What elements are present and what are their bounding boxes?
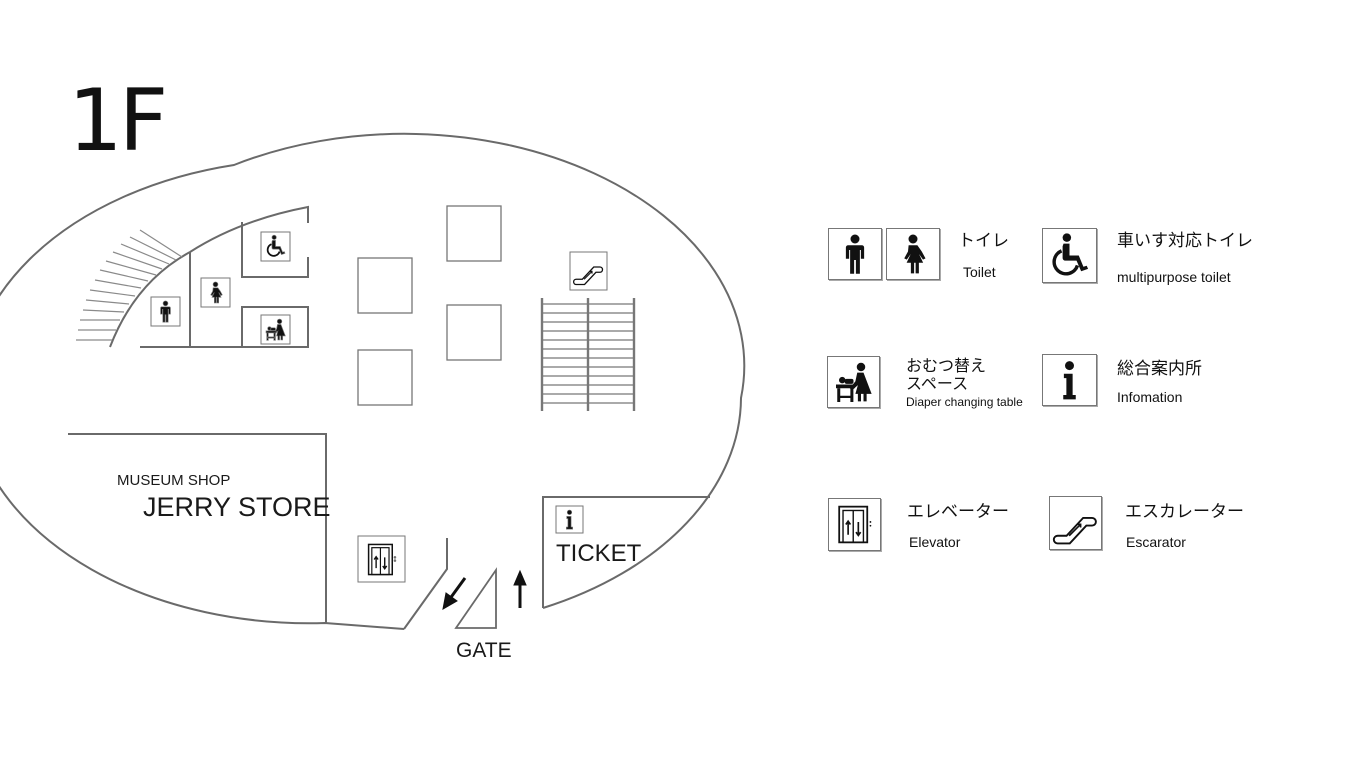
ticket-label: TICKET bbox=[556, 540, 642, 567]
legend-multipurpose-en: multipurpose toilet bbox=[1117, 269, 1231, 285]
shop-name: JERRY STORE bbox=[143, 492, 331, 522]
legend-escalator-jp: エスカレーター bbox=[1125, 502, 1244, 522]
legend-diaper-jp-line2: スペース bbox=[906, 374, 969, 393]
diaper-changing-icon bbox=[827, 356, 880, 408]
legend-multipurpose-jp: 車いす対応トイレ bbox=[1117, 231, 1253, 251]
entrance-arrow bbox=[513, 569, 527, 608]
legend-elevator-jp: エレベーター bbox=[907, 502, 1009, 522]
legend-elevator-en: Elevator bbox=[909, 534, 961, 550]
escalator-stairs bbox=[540, 298, 636, 411]
gate-door bbox=[454, 567, 497, 629]
ticket-booth bbox=[542, 496, 710, 608]
female-toilet-icon bbox=[886, 228, 940, 280]
museum-shop-room bbox=[68, 433, 327, 623]
legend-toilet-en: Toilet bbox=[963, 264, 996, 280]
information-icon bbox=[1042, 354, 1097, 406]
wheelchair-icon bbox=[1042, 228, 1097, 283]
elevator-icon bbox=[828, 498, 881, 551]
pillar bbox=[357, 349, 413, 406]
exit-arrow bbox=[442, 577, 467, 610]
floor-label: 1F bbox=[68, 71, 168, 171]
legend-diaper-en: Diaper changing table bbox=[906, 395, 1023, 409]
escalator-icon bbox=[1049, 496, 1102, 550]
restroom-block bbox=[140, 205, 309, 348]
legend-info-en: Infomation bbox=[1117, 389, 1183, 405]
legend-escalator-en: Escarator bbox=[1126, 534, 1186, 550]
pillar bbox=[357, 257, 413, 314]
shop-subtitle: MUSEUM SHOP bbox=[117, 472, 231, 489]
staircase bbox=[76, 229, 183, 341]
gate-label: GATE bbox=[456, 639, 512, 662]
legend-info-jp: 総合案内所 bbox=[1117, 359, 1202, 379]
gate-left-wall bbox=[403, 538, 448, 630]
male-toilet-icon bbox=[828, 228, 882, 280]
map-escalator-icon bbox=[569, 251, 608, 291]
staircase-inner-curve bbox=[109, 251, 191, 348]
legend-diaper-jp-line1: おむつ替え bbox=[906, 356, 987, 375]
legend-toilet-jp: トイレ bbox=[958, 231, 1009, 251]
pillar bbox=[446, 205, 502, 262]
pillar bbox=[446, 304, 502, 361]
building-outline bbox=[0, 132, 746, 630]
